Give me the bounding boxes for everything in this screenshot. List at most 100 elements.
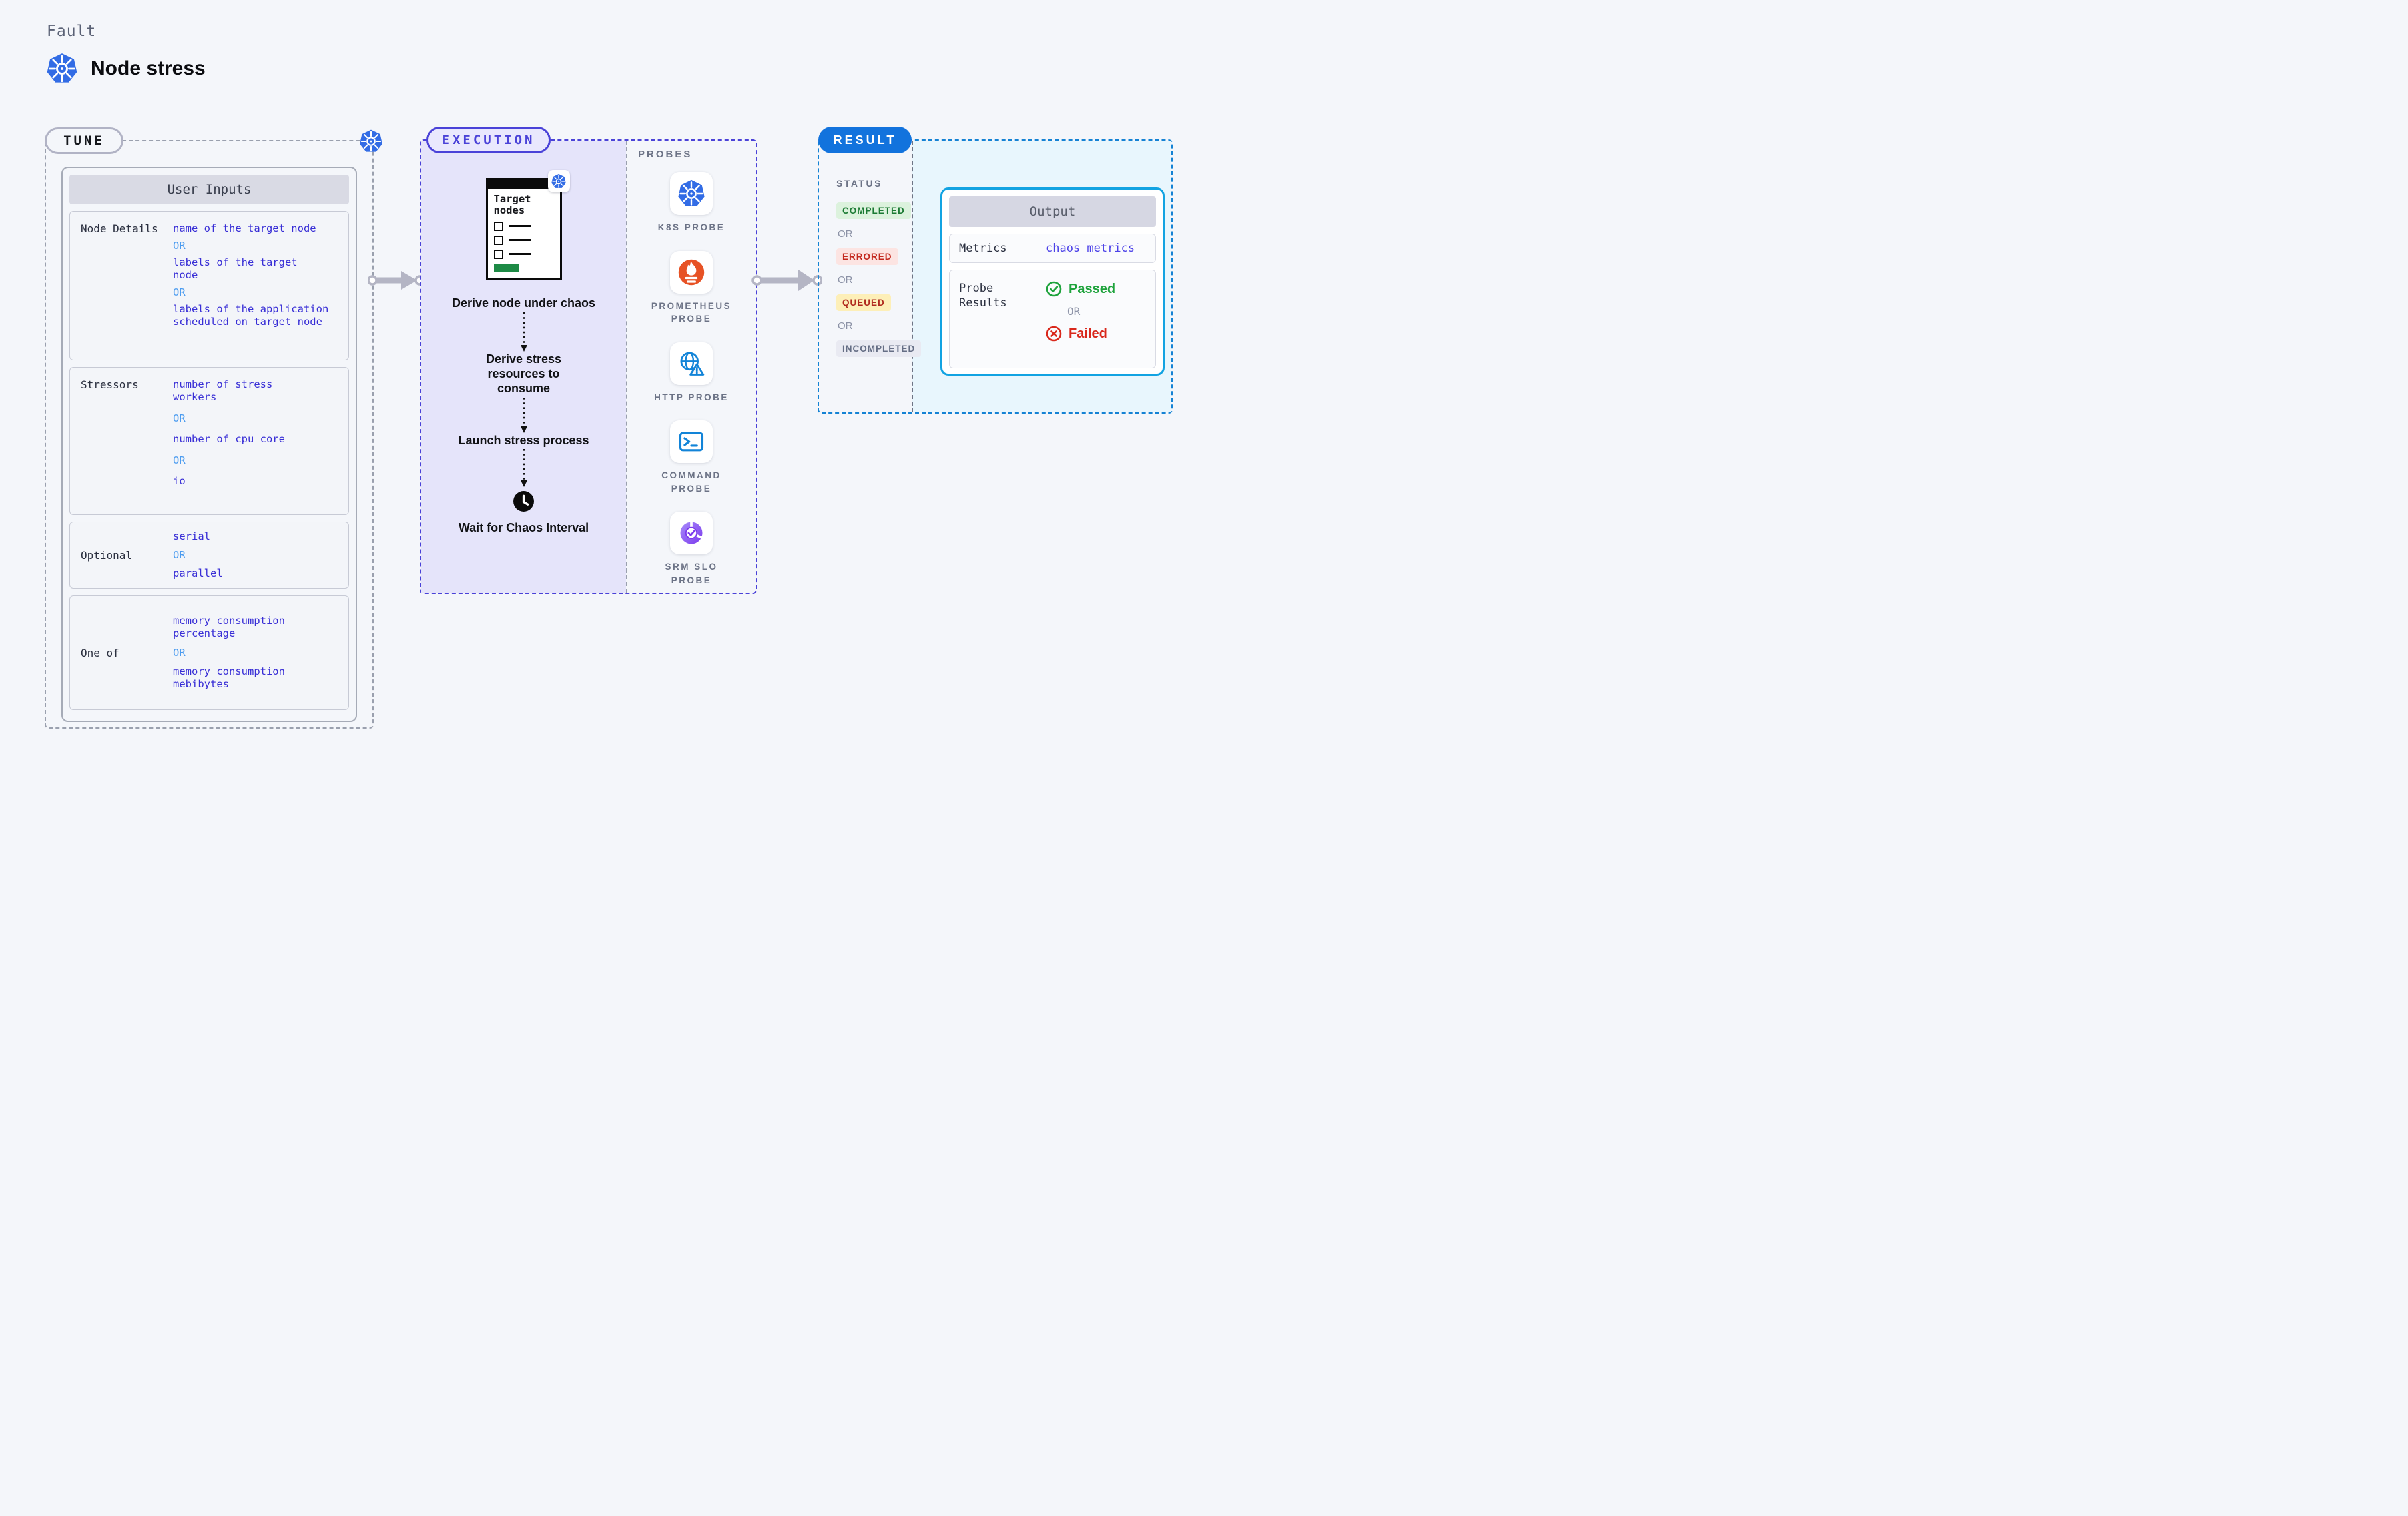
row-label: One of [81, 646, 119, 659]
fault-eyebrow-label: Fault [47, 23, 97, 40]
probe-card [670, 420, 713, 464]
status-badge-incompleted: INCOMPLETED [836, 340, 922, 357]
output-header: Output [949, 196, 1156, 227]
probe-card [670, 172, 713, 215]
probe-item-command: COMMAND PROBE [651, 420, 732, 495]
probe-name: PROMETHEUS PROBE [651, 300, 732, 324]
row-label: Stressors [81, 378, 139, 391]
table-row-one-of: One of memory consumption percentage OR … [69, 595, 349, 710]
probes-label: PROBES [638, 149, 693, 160]
target-nodes-window: Target nodes [485, 170, 570, 280]
table-row-optional: Optional serial OR parallel [69, 522, 349, 589]
x-circle-icon [1046, 326, 1062, 342]
page-title-text: Node stress [91, 57, 206, 79]
node-checkbox-row [493, 249, 554, 259]
row-value: memory consumption mebibytes [173, 665, 285, 690]
line [508, 253, 531, 255]
step-derive-node: Derive node under chaos [451, 296, 596, 310]
probe-results-label: Probe Results [959, 282, 1007, 310]
or-separator: OR [838, 274, 853, 286]
step-wait-interval: Wait for Chaos Interval [458, 521, 589, 535]
prometheus-icon [678, 259, 705, 285]
row-value: number of stress workers [173, 378, 273, 403]
row-value: labels of the application scheduled on t… [173, 302, 329, 328]
passed-line: Passed [1046, 281, 1115, 297]
execution-flow: Target nodes Derive node under chaos Der… [421, 141, 626, 593]
metrics-row: Metrics chaos metrics [949, 234, 1156, 263]
window-title: Target nodes [493, 193, 531, 217]
row-value: io [173, 474, 186, 487]
probe-item-srm-slo: SRM SLO PROBE [651, 512, 732, 587]
kubernetes-badge [547, 170, 570, 192]
row-value: serial [173, 530, 210, 543]
row-value: name of the target node [173, 222, 316, 234]
dotted-arrow-down-icon [520, 397, 527, 433]
failed-line: Failed [1046, 326, 1115, 342]
status-badge-errored: ERRORED [836, 248, 898, 265]
node-stress-fault-diagram: Fault Node stress TUNE User Inputs Node … [0, 0, 1204, 758]
node-checkbox-row [493, 221, 554, 231]
http-globe-warning-icon [680, 352, 705, 376]
node-checkbox-row [493, 235, 554, 245]
probe-card [670, 250, 713, 294]
progress-bar [493, 264, 519, 272]
execution-section: EXECUTION Target nodes Derive node under… [420, 127, 757, 594]
probe-item-http: HTTP PROBE [654, 342, 729, 404]
execution-badge: EXECUTION [426, 127, 551, 153]
probe-item-prometheus: PROMETHEUS PROBE [651, 250, 732, 326]
execution-probes-divider [626, 141, 627, 593]
row-label: Node Details [81, 222, 158, 235]
failed-label: Failed [1069, 326, 1107, 341]
checkbox-icon [493, 249, 503, 259]
metrics-label: Metrics [959, 241, 1007, 255]
table-row-node-details: Node Details name of the target node OR … [69, 211, 349, 360]
probe-name: K8S PROBE [657, 222, 725, 232]
table-row-stressors: Stressors number of stress workers OR nu… [69, 367, 349, 515]
row-value: number of cpu core [173, 432, 285, 445]
dotted-arrow-down-icon [520, 312, 527, 352]
line [508, 225, 531, 227]
or-separator: OR [173, 286, 186, 298]
status-badge-queued: QUEUED [836, 294, 891, 311]
window-titlebar [487, 180, 560, 189]
or-separator: OR [838, 228, 853, 240]
result-badge: RESULT [818, 127, 912, 153]
dotted-arrow-down-icon [520, 449, 527, 488]
line [508, 239, 531, 241]
tune-badge: TUNE [45, 127, 123, 154]
probe-name: HTTP PROBE [654, 392, 729, 402]
probe-name: COMMAND PROBE [661, 470, 721, 494]
step-derive-stress: Derive stress resources to consume [485, 352, 562, 395]
user-inputs-table: User Inputs Node Details name of the tar… [61, 167, 357, 722]
metrics-value-link: chaos metrics [1046, 242, 1135, 255]
status-badge-completed: COMPLETED [836, 202, 911, 219]
checkbox-icon [493, 221, 503, 231]
status-label: STATUS [836, 178, 882, 189]
or-separator: OR [838, 320, 853, 332]
passed-label: Passed [1069, 281, 1116, 296]
result-output-panel: Output Metrics chaos metrics Probe Resul… [912, 141, 1171, 412]
checkbox-icon [493, 235, 503, 245]
clock-icon [513, 490, 535, 516]
result-section: RESULT Output Metrics chaos metrics Prob… [818, 127, 1173, 414]
check-circle-icon [1046, 281, 1062, 297]
execution-to-result-arrow [751, 270, 822, 291]
row-value: labels of the target node [173, 256, 298, 281]
tune-section: TUNE User Inputs Node Details name of th… [45, 127, 384, 729]
probes-section: PROBES K8S PROBE [627, 141, 756, 593]
row-value: memory consumption percentage [173, 615, 285, 640]
step-launch-stress: Launch stress process [458, 433, 589, 447]
row-value: parallel [173, 567, 223, 579]
probe-card [669, 342, 713, 385]
kubernetes-icon [551, 173, 567, 189]
output-card: Output Metrics chaos metrics Probe Resul… [940, 187, 1165, 376]
probe-card [670, 512, 713, 555]
kubernetes-icon [677, 179, 705, 207]
status-column: STATUS COMPLETED OR ERRORED OR QUEUED OR… [819, 141, 922, 412]
user-inputs-header: User Inputs [69, 175, 349, 204]
or-separator: OR [173, 412, 186, 424]
kubernetes-icon [46, 52, 78, 84]
or-separator: OR [1067, 305, 1081, 318]
terminal-icon [679, 432, 704, 452]
srm-slo-icon [680, 521, 703, 544]
